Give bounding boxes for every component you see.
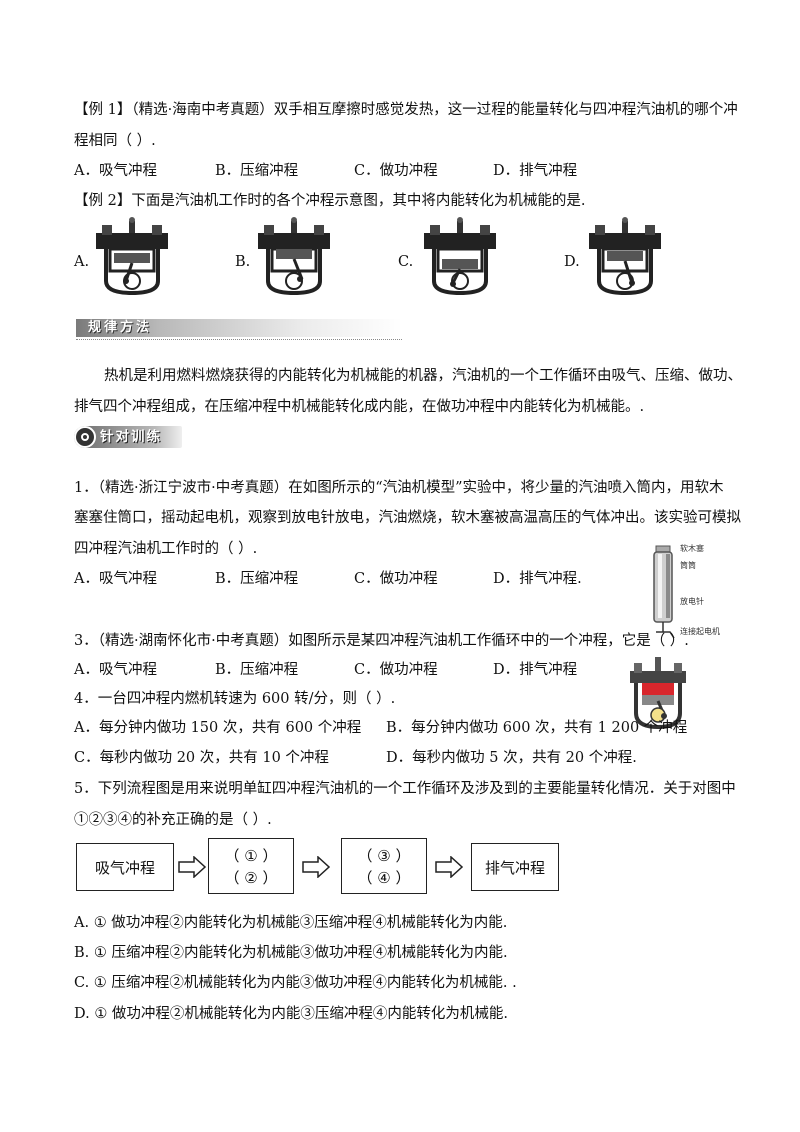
- flow-arrow-icon: [178, 856, 206, 878]
- q5-option-a: A. ① 做功冲程②内能转化为机械能③压缩冲程④机械能转化为内能.: [74, 915, 508, 931]
- gasoline-engine-model-figure: [653, 545, 675, 639]
- q5-option-d: D. ① 做功冲程②机械能转化为内能③压缩冲程④内能转化为机械能.: [74, 1006, 509, 1022]
- flow-box-exhaust-stroke: 排气冲程: [471, 843, 559, 891]
- q1-option-d: D．排气冲程.: [493, 571, 582, 587]
- flow-placeholder-4: （ ④ ）: [357, 869, 411, 887]
- example1-question-line1: 【例 1】（精选·海南中考真题）双手相互摩擦时感觉发热，这一过程的能量转化与四冲…: [74, 102, 738, 118]
- flow-arrow-icon: [302, 856, 330, 878]
- flow-box-intake-stroke: 吸气冲程: [76, 843, 174, 891]
- q3-option-b: B．压缩冲程: [215, 662, 299, 678]
- q3-option-a: A．吸气冲程: [74, 662, 157, 678]
- q4-option-b: B．每分钟内做功 600 次，共有 1 200 个冲程: [386, 720, 688, 736]
- q3-line1: 3．（精选·湖南怀化市·中考真题）如图所示是某四冲程汽油机工作循环中的一个冲程，…: [74, 633, 689, 649]
- q5-option-b: B. ① 压缩冲程②内能转化为机械能③做功冲程④机械能转化为内能.: [74, 945, 508, 961]
- training-section-title: 针对训练: [100, 429, 162, 445]
- engine-diagram-d: [589, 217, 661, 296]
- flow-placeholder-3: （ ③ ）: [357, 847, 411, 865]
- flow-box-step-3-4: （ ③ ） （ ④ ）: [341, 838, 427, 894]
- training-section-banner: 针对训练: [74, 426, 184, 448]
- flow-arrow-icon: [435, 856, 463, 878]
- q5-line2: ①②③④的补充正确的是（ ）.: [74, 812, 272, 828]
- method-section-title: 规律方法: [88, 320, 153, 335]
- example2-label-b: B.: [235, 254, 251, 270]
- q3-option-d: D．排气冲程: [493, 662, 578, 678]
- flow-box-intake-label: 吸气冲程: [94, 859, 155, 877]
- q1-line3: 四冲程汽油机工作时的（ ）.: [74, 541, 258, 557]
- engine-diagram-a: [96, 217, 168, 296]
- target-icon: [74, 426, 96, 448]
- flow-box-exhaust-label: 排气冲程: [484, 859, 545, 877]
- figure-label-discharge-needle: 放电针: [680, 597, 704, 606]
- q1-option-c: C．做功冲程: [354, 571, 438, 587]
- method-paragraph-line2: 排气四个冲程组成，在压缩冲程中机械能转化成内能，在做功冲程中内能转化为机械能。.: [74, 399, 645, 415]
- q1-line1: 1．（精选·浙江宁波市·中考真题）在如图所示的“汽油机模型”实验中，将少量的汽油…: [74, 480, 724, 496]
- figure-label-tube: 筒筒: [680, 561, 696, 570]
- example2-question-line1: 【例 2】下面是汽油机工作时的各个冲程示意图，其中将内能转化为机械能的是.: [74, 193, 586, 209]
- engine-diagram-c: [424, 217, 496, 296]
- q5-option-c: C. ① 压缩冲程②机械能转化为内能③做功冲程④内能转化为机械能. .: [74, 975, 517, 991]
- example1-option-d: D．排气冲程: [493, 163, 578, 179]
- example2-label-d: D.: [564, 254, 580, 270]
- example1-option-c: C．做功冲程: [354, 163, 438, 179]
- engine-diagram-b: [258, 217, 330, 296]
- q4-option-a: A．每分钟内做功 150 次，共有 600 个冲程: [74, 720, 362, 736]
- example2-label-c: C.: [398, 254, 414, 270]
- method-paragraph-line1: 热机是利用燃料燃烧获得的内能转化为机械能的机器，汽油机的一个工作循环由吸气、压缩…: [104, 368, 742, 384]
- q3-option-c: C．做功冲程: [354, 662, 438, 678]
- figure-label-generator: 连接起电机: [680, 627, 720, 636]
- example1-question-line2: 程相同（ ）.: [74, 133, 156, 149]
- q1-option-b: B．压缩冲程: [215, 571, 299, 587]
- q1-line2: 塞塞住筒口，摇动起电机，观察到放电针放电，汽油燃烧，软木塞被高温高压的气体冲出。…: [74, 510, 741, 526]
- q4-option-c: C．每秒内做功 20 次，共有 10 个冲程: [74, 750, 329, 766]
- flow-placeholder-2: （ ② ）: [224, 869, 278, 887]
- method-section-banner: 规律方法: [76, 319, 402, 340]
- example2-label-a: A.: [74, 254, 90, 270]
- q5-line1: 5．下列流程图是用来说明单缸四冲程汽油机的一个工作循环及涉及到的主要能量转化情况…: [74, 781, 736, 797]
- q4-option-d: D．每秒内做功 5 次，共有 20 个冲程.: [386, 750, 637, 766]
- figure-label-cork: 软木塞: [680, 544, 704, 553]
- q3-engine-figure: [630, 657, 686, 730]
- q1-option-a: A．吸气冲程: [74, 571, 157, 587]
- example1-option-b: B．压缩冲程: [215, 163, 299, 179]
- flow-box-step-1-2: （ ① ） （ ② ）: [208, 838, 294, 894]
- q4-line1: 4．一台四冲程内燃机转速为 600 转/分，则（ ）.: [74, 691, 396, 707]
- example1-option-a: A．吸气冲程: [74, 163, 157, 179]
- flow-placeholder-1: （ ① ）: [224, 847, 278, 865]
